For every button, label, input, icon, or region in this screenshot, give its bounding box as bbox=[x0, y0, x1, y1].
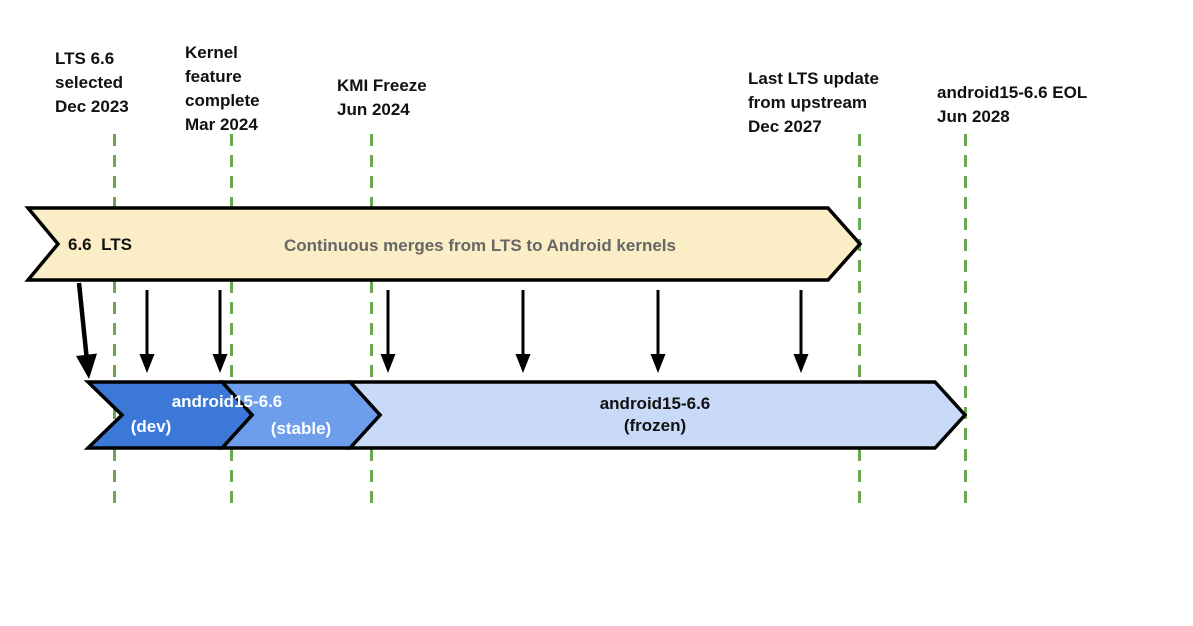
frozen-label: android15-6.6 (frozen) bbox=[599, 394, 711, 435]
stable-label: (stable) bbox=[270, 419, 332, 438]
milestone-label-last-lts-update: Last LTS update from upstream Dec 2027 bbox=[748, 69, 879, 136]
milestone-label-eol: android15-6.6 EOL Jun 2028 bbox=[937, 83, 1088, 126]
milestone-line-mar-2024 bbox=[230, 134, 233, 505]
milestone-line-dec-2023 bbox=[113, 134, 116, 505]
milestone-label-kmi-freeze: KMI Freeze Jun 2024 bbox=[337, 76, 427, 119]
android-shared-label: android15-6.6 bbox=[171, 392, 283, 411]
lts-to-dev-arrow bbox=[76, 282, 97, 379]
lts-band bbox=[24, 206, 863, 282]
merge-arrow-5 bbox=[650, 290, 666, 373]
milestone-line-jun-2024 bbox=[370, 134, 373, 505]
milestone-line-jun-2028 bbox=[964, 134, 967, 505]
merge-arrow-2 bbox=[212, 290, 228, 373]
dev-label: (dev) bbox=[130, 417, 172, 436]
merge-arrow-6 bbox=[793, 290, 809, 373]
milestone-label-lts-selected: LTS 6.6 selected Dec 2023 bbox=[55, 49, 129, 116]
merge-arrow-3 bbox=[380, 290, 396, 373]
lts-version-label: 6.6 LTS bbox=[68, 235, 132, 254]
milestone-line-dec-2027 bbox=[858, 134, 861, 505]
merge-arrow-4 bbox=[515, 290, 531, 373]
merge-arrow-1 bbox=[139, 290, 155, 373]
dev-band bbox=[83, 380, 255, 450]
lts-merge-label: Continuous merges from LTS to Android ke… bbox=[284, 236, 676, 255]
milestone-label-feature-complete: Kernel feature complete Mar 2024 bbox=[185, 43, 260, 134]
